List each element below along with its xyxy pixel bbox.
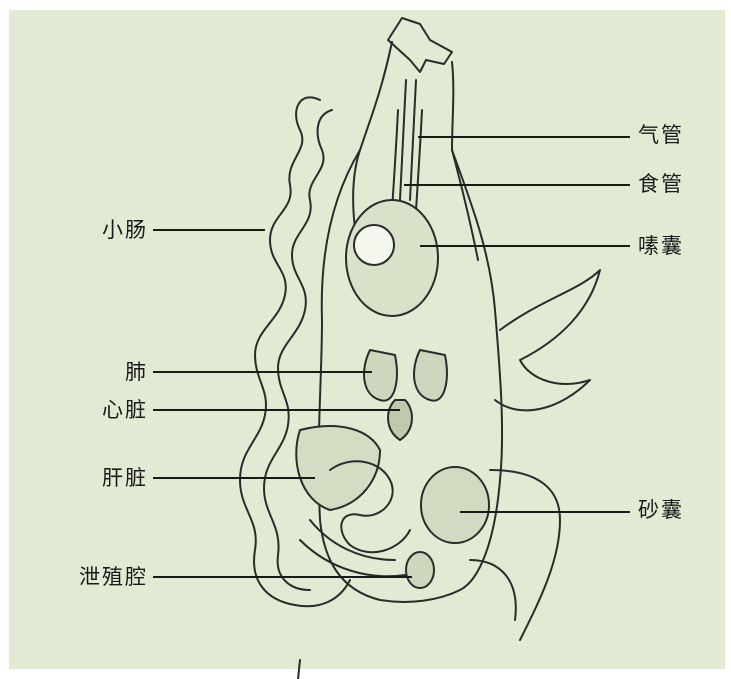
liver [296,426,380,510]
label-trachea: 气管 [638,123,684,147]
trachea [400,80,416,200]
heart [388,400,412,440]
wing [495,270,600,410]
crop-highlight [354,225,394,265]
label-liver: 肝脏 [60,466,148,490]
label-gizzard: 砂囊 [638,498,684,522]
esophagus [392,110,422,210]
label-esophagus: 食管 [638,172,684,196]
head-outline [388,18,452,72]
label-crop: 嗉囊 [638,234,684,258]
gizzard [421,467,489,543]
label-cloaca: 泄殖腔 [40,565,148,589]
leg-stub [298,660,300,679]
label-lung: 肺 [60,360,148,384]
lungs [364,350,447,401]
label-heart: 心脏 [60,398,148,422]
cloaca [406,552,434,588]
small-intestine [240,97,350,606]
label-small-intestine: 小肠 [60,218,148,242]
